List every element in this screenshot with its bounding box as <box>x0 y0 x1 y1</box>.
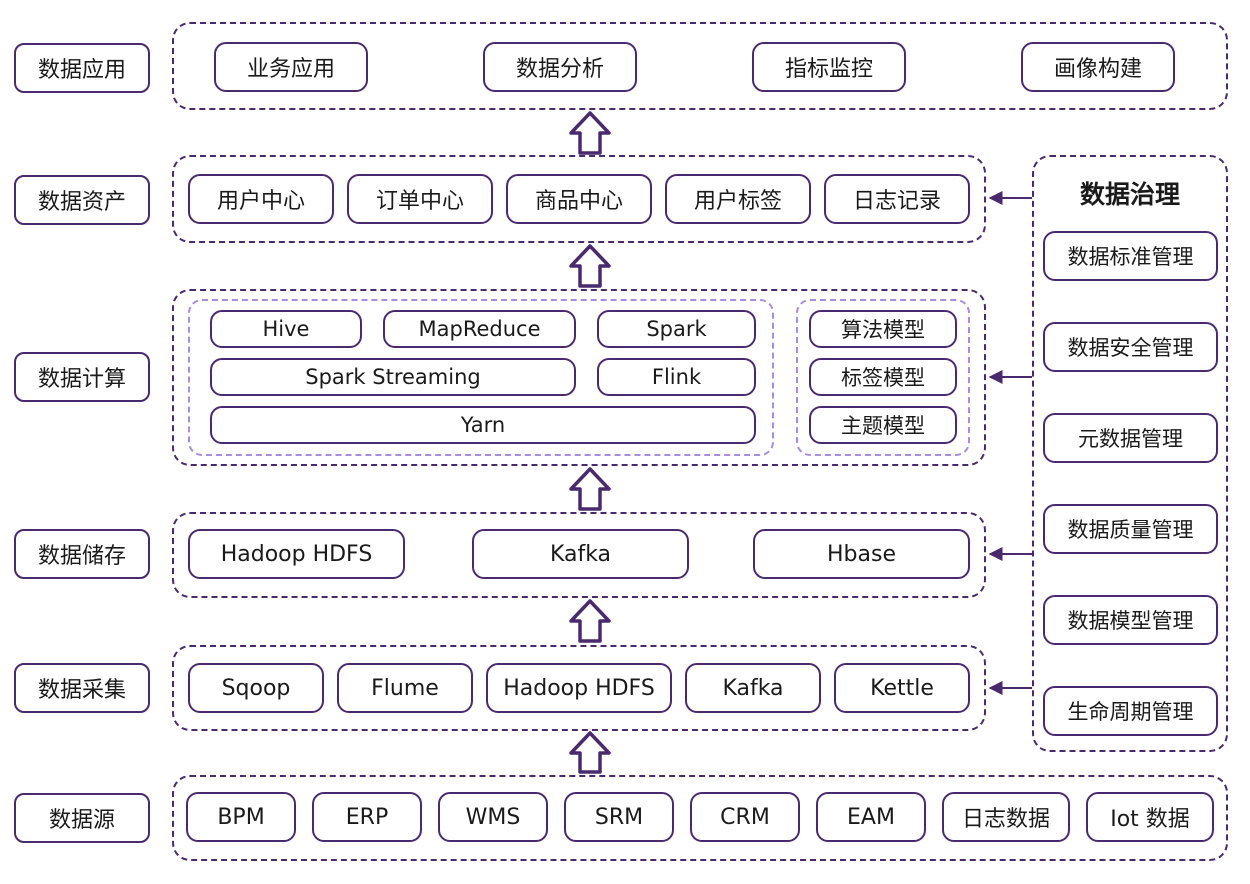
source-item: ERP <box>312 792 422 842</box>
layer-label-asset: 数据资产 <box>14 175 150 225</box>
storage-item: Hadoop HDFS <box>188 529 405 579</box>
up-arrow-icon <box>569 731 611 774</box>
layer-label-app: 数据应用 <box>14 43 150 93</box>
collect-item: Kettle <box>834 663 970 713</box>
layer-label-storage: 数据储存 <box>14 529 150 579</box>
app-item: 画像构建 <box>1021 42 1175 92</box>
app-layer-group <box>172 22 1228 110</box>
governance-item: 数据安全管理 <box>1043 322 1218 372</box>
up-arrow-icon <box>569 467 611 511</box>
asset-item: 订单中心 <box>347 174 493 224</box>
asset-item: 用户中心 <box>188 174 334 224</box>
governance-group <box>1032 155 1228 752</box>
compute-layer-group <box>172 289 986 466</box>
up-arrow-icon <box>569 599 611 643</box>
compute-model: 标签模型 <box>809 358 957 396</box>
source-layer-group <box>172 775 1228 861</box>
collect-layer-group <box>172 645 986 731</box>
app-item: 业务应用 <box>214 42 368 92</box>
layer-label-collect: 数据采集 <box>14 663 150 713</box>
app-item: 指标监控 <box>752 42 906 92</box>
source-item: EAM <box>816 792 926 842</box>
storage-layer-group <box>172 512 986 598</box>
governance-item: 生命周期管理 <box>1043 686 1218 736</box>
compute-models-group <box>796 299 970 456</box>
layer-label-source: 数据源 <box>14 793 150 843</box>
source-item: SRM <box>564 792 674 842</box>
collect-item: Sqoop <box>188 663 324 713</box>
asset-layer-group <box>172 155 986 243</box>
governance-item: 数据模型管理 <box>1043 595 1218 645</box>
asset-item: 日志记录 <box>824 174 970 224</box>
governance-item: 数据标准管理 <box>1043 231 1218 281</box>
compute-item-flink: Flink <box>597 358 756 396</box>
source-item: BPM <box>186 792 296 842</box>
up-arrow-icon <box>569 244 611 288</box>
layer-label-compute: 数据计算 <box>14 352 150 402</box>
asset-item: 商品中心 <box>506 174 652 224</box>
up-arrow-icon <box>569 111 611 155</box>
compute-model: 主题模型 <box>809 406 957 444</box>
compute-item-hive: Hive <box>210 310 362 348</box>
collect-item: Flume <box>337 663 473 713</box>
source-item: WMS <box>438 792 548 842</box>
asset-item: 用户标签 <box>665 174 811 224</box>
source-item: CRM <box>690 792 800 842</box>
source-item: Iot 数据 <box>1086 792 1214 842</box>
collect-item: Kafka <box>685 663 821 713</box>
app-item: 数据分析 <box>483 42 637 92</box>
source-item: 日志数据 <box>942 792 1070 842</box>
compute-item-spark: Spark <box>597 310 756 348</box>
governance-title: 数据治理 <box>1079 180 1180 209</box>
storage-item: Kafka <box>472 529 689 579</box>
compute-item-yarn: Yarn <box>210 406 756 444</box>
compute-engines-group <box>188 299 774 456</box>
compute-item-spark-streaming: Spark Streaming <box>210 358 576 396</box>
compute-model: 算法模型 <box>809 310 957 348</box>
collect-item: Hadoop HDFS <box>486 663 672 713</box>
storage-item: Hbase <box>753 529 970 579</box>
governance-item: 元数据管理 <box>1043 413 1218 463</box>
governance-item: 数据质量管理 <box>1043 504 1218 554</box>
compute-item-mapreduce: MapReduce <box>383 310 576 348</box>
